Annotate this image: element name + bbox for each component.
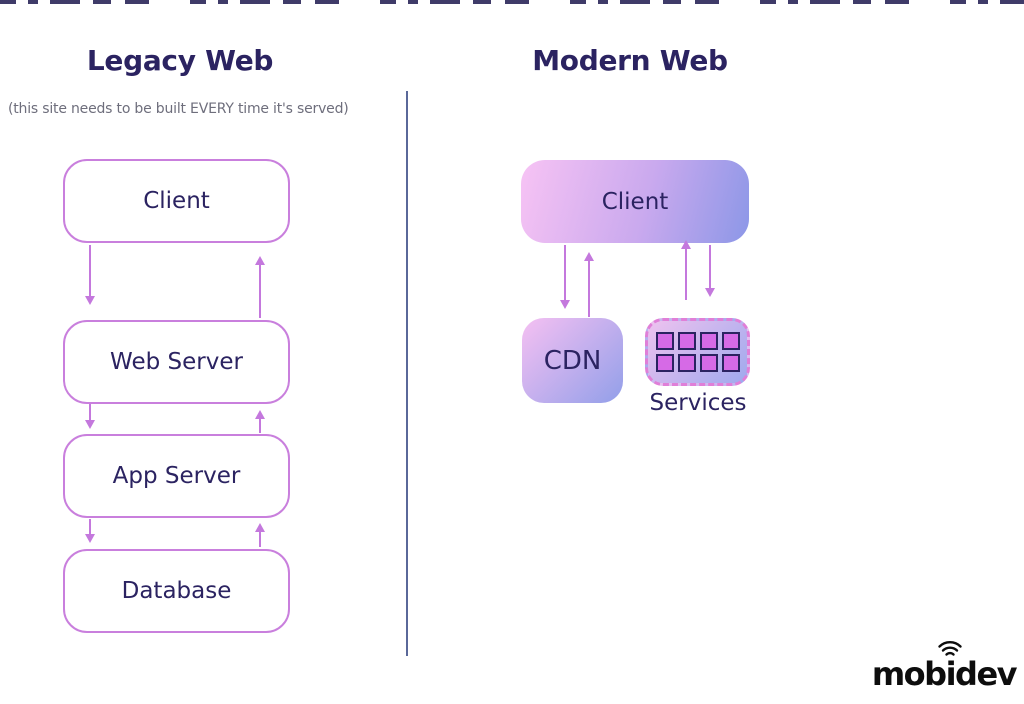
service-square [655, 354, 674, 372]
column-divider [406, 91, 408, 656]
service-square [677, 332, 696, 350]
services-grid-icon [655, 332, 740, 372]
services-label: Services [649, 390, 747, 416]
node-client-legacy: Client [63, 159, 290, 243]
service-square [699, 354, 718, 372]
node-client-modern: Client [521, 160, 749, 243]
logo-text-before: mob [871, 655, 947, 693]
node-database: Database [63, 549, 290, 633]
node-cdn: CDN [522, 318, 623, 403]
node-services [645, 318, 750, 386]
arrow-up-icon [584, 252, 594, 317]
modern-web-title: Modern Web [532, 44, 728, 77]
node-web-server: Web Server [63, 320, 290, 404]
logo-text-after: dev [955, 655, 1017, 693]
cropped-top-text-artifact [0, 0, 1024, 4]
arrow-up-icon [255, 523, 265, 547]
legacy-web-title: Legacy Web [86, 44, 274, 77]
arrow-up-icon [255, 410, 265, 433]
arrow-up-icon [681, 240, 691, 300]
wifi-signal-icon [938, 641, 962, 656]
arrow-down-icon [85, 404, 95, 429]
arrow-down-icon [560, 245, 570, 309]
service-square [655, 332, 674, 350]
arrow-up-icon [255, 256, 265, 318]
service-square [677, 354, 696, 372]
node-app-server: App Server [63, 434, 290, 518]
service-square [721, 354, 740, 372]
service-square [699, 332, 718, 350]
arrow-down-icon [85, 519, 95, 543]
logo-letter-i: i [938, 641, 962, 693]
arrow-down-icon [705, 245, 715, 297]
service-square [721, 332, 740, 350]
arrow-down-icon [85, 245, 95, 305]
legacy-subtitle: (this site needs to be built EVERY time … [8, 101, 349, 117]
